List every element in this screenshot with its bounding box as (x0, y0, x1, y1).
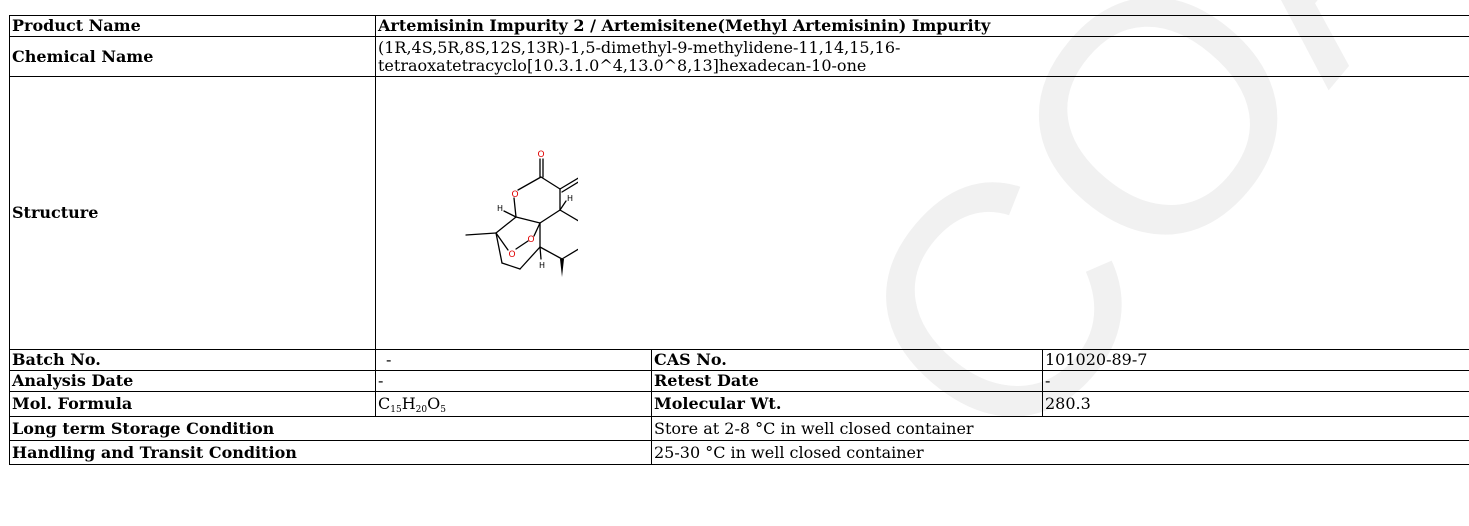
product-name-value: Artemisinin Impurity 2 / Artemisitene(Me… (374, 15, 1469, 37)
retest-date-label: Retest Date (651, 370, 1043, 392)
atom-peroxide-o1: O (508, 250, 515, 260)
batch-no-label: Batch No. (9, 349, 376, 371)
chemical-name-label: Chemical Name (9, 36, 376, 77)
atom-carbonyl-o: O (537, 150, 544, 160)
row-analysis: Analysis Date - Retest Date - (9, 370, 1469, 392)
row-formula: Mol. Formula C15H20O5 Molecular Wt. 280.… (9, 391, 1469, 417)
mol-formula-label: Mol. Formula (9, 391, 376, 417)
row-handling: Handling and Transit Condition 25-30 °C … (9, 440, 1469, 465)
chemical-name-value: (1R,4S,5R,8S,12S,13R)-1,5-dimethyl-9-met… (374, 36, 1469, 77)
row-structure: Structure (9, 76, 1469, 350)
chemical-name-line2: tetraoxatetracyclo[10.3.1.0^4,13.0^8,13]… (378, 55, 867, 75)
molecular-wt-label: Molecular Wt. (651, 391, 1043, 417)
handling-condition-value: 25-30 °C in well closed container (650, 440, 1469, 465)
formula-h-count: 20 (415, 405, 428, 415)
coa-table: Product Name Artemisinin Impurity 2 / Ar… (9, 15, 1469, 465)
row-storage: Long term Storage Condition Store at 2-8… (9, 416, 1469, 441)
atom-h2: H (567, 194, 573, 203)
formula-o: O (427, 394, 441, 413)
product-name-label: Product Name (9, 15, 376, 37)
formula-o-count: 5 (440, 405, 446, 415)
atom-ring-o: O (511, 190, 518, 200)
cas-no-value: 101020-89-7 (1041, 349, 1469, 371)
batch-no-value: - (375, 349, 652, 371)
atom-h1: H (497, 204, 503, 213)
row-batch: Batch No. - CAS No. 101020-89-7 (9, 349, 1469, 371)
row-chemical-name: Chemical Name (1R,4S,5R,8S,12S,13R)-1,5-… (9, 36, 1469, 77)
row-product-name: Product Name Artemisinin Impurity 2 / Ar… (9, 15, 1469, 37)
atom-peroxide-o2: O (527, 235, 534, 245)
molecular-wt-value: 280.3 (1041, 391, 1469, 417)
structure-label: Structure (9, 76, 376, 350)
atom-h3: H (539, 261, 545, 270)
molecule-structure-drawing: O O O O H H H (465, 150, 578, 277)
handling-condition-label: Handling and Transit Condition (9, 440, 652, 465)
cas-no-label: CAS No. (651, 349, 1043, 371)
chemical-name-line1: (1R,4S,5R,8S,12S,13R)-1,5-dimethyl-9-met… (378, 37, 901, 57)
retest-date-value: - (1041, 370, 1469, 392)
formula-c-count: 15 (390, 405, 402, 415)
formula-h: H (401, 394, 416, 413)
formula-c: C (378, 394, 391, 413)
storage-condition-value: Store at 2-8 °C in well closed container (650, 416, 1469, 441)
structure-image: O O O O H H H (374, 76, 1469, 350)
storage-condition-label: Long term Storage Condition (9, 416, 652, 441)
mol-formula-value: C15H20O5 (375, 391, 652, 417)
analysis-date-value: - (375, 370, 652, 392)
analysis-date-label: Analysis Date (9, 370, 376, 392)
